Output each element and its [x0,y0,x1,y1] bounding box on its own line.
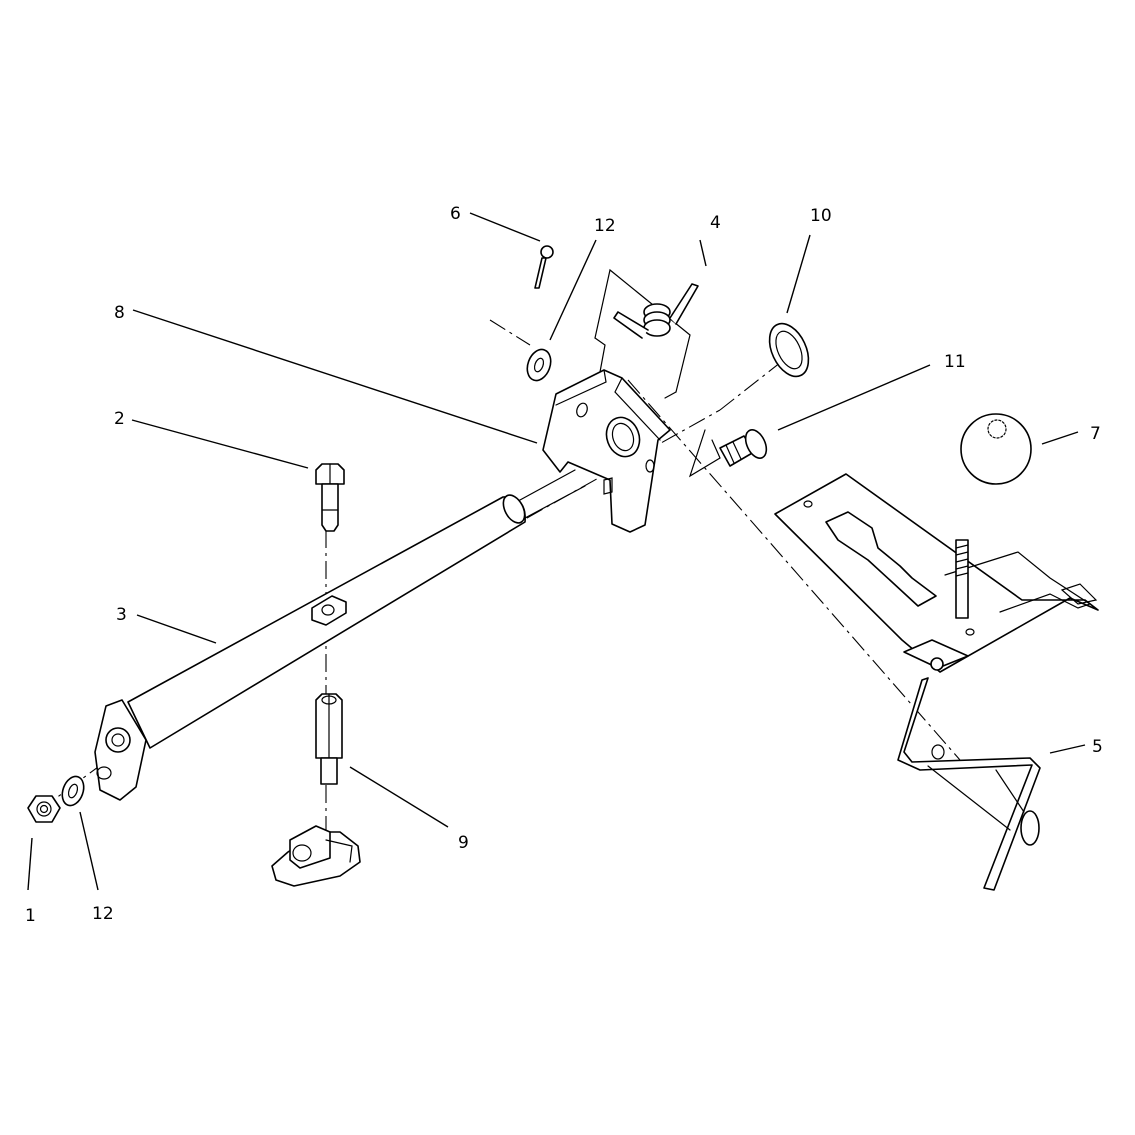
large-washer[interactable] [762,317,816,382]
torsion-spring[interactable] [594,268,699,399]
threaded-standoff[interactable] [315,693,343,785]
shift-lever[interactable] [897,639,1041,891]
callout-7: 7 [1090,424,1101,444]
shaft-tube[interactable] [94,469,586,801]
callout-10: 10 [810,206,832,226]
cotter-pin[interactable] [534,245,554,289]
flat-washer-lower[interactable] [58,773,87,808]
flat-washer-upper[interactable] [523,346,555,384]
callout-12-upper: 12 [594,216,616,236]
callout-6: 6 [450,204,461,224]
shift-plate[interactable] [774,473,1099,673]
carriage-bolt[interactable] [688,427,770,478]
swivel-block[interactable] [271,825,361,887]
leader-lines [27,212,1086,891]
pivot-bracket[interactable] [542,369,671,533]
shift-knob[interactable] [955,413,1032,619]
callout-5: 5 [1092,737,1103,757]
callout-3: 3 [116,605,127,625]
callout-9: 9 [458,833,469,853]
hex-nut[interactable] [27,795,61,823]
callout-11: 11 [944,352,966,372]
callout-4: 4 [710,213,721,233]
callout-12-lower: 12 [92,904,114,924]
callout-8: 8 [114,303,125,323]
assembly-centerlines [39,319,961,845]
callout-1: 1 [25,906,36,926]
hex-bolt[interactable] [315,463,345,532]
callout-2: 2 [114,409,125,429]
callout-labels: 1 12 2 3 4 5 6 7 8 9 10 11 12 [25,204,1103,926]
